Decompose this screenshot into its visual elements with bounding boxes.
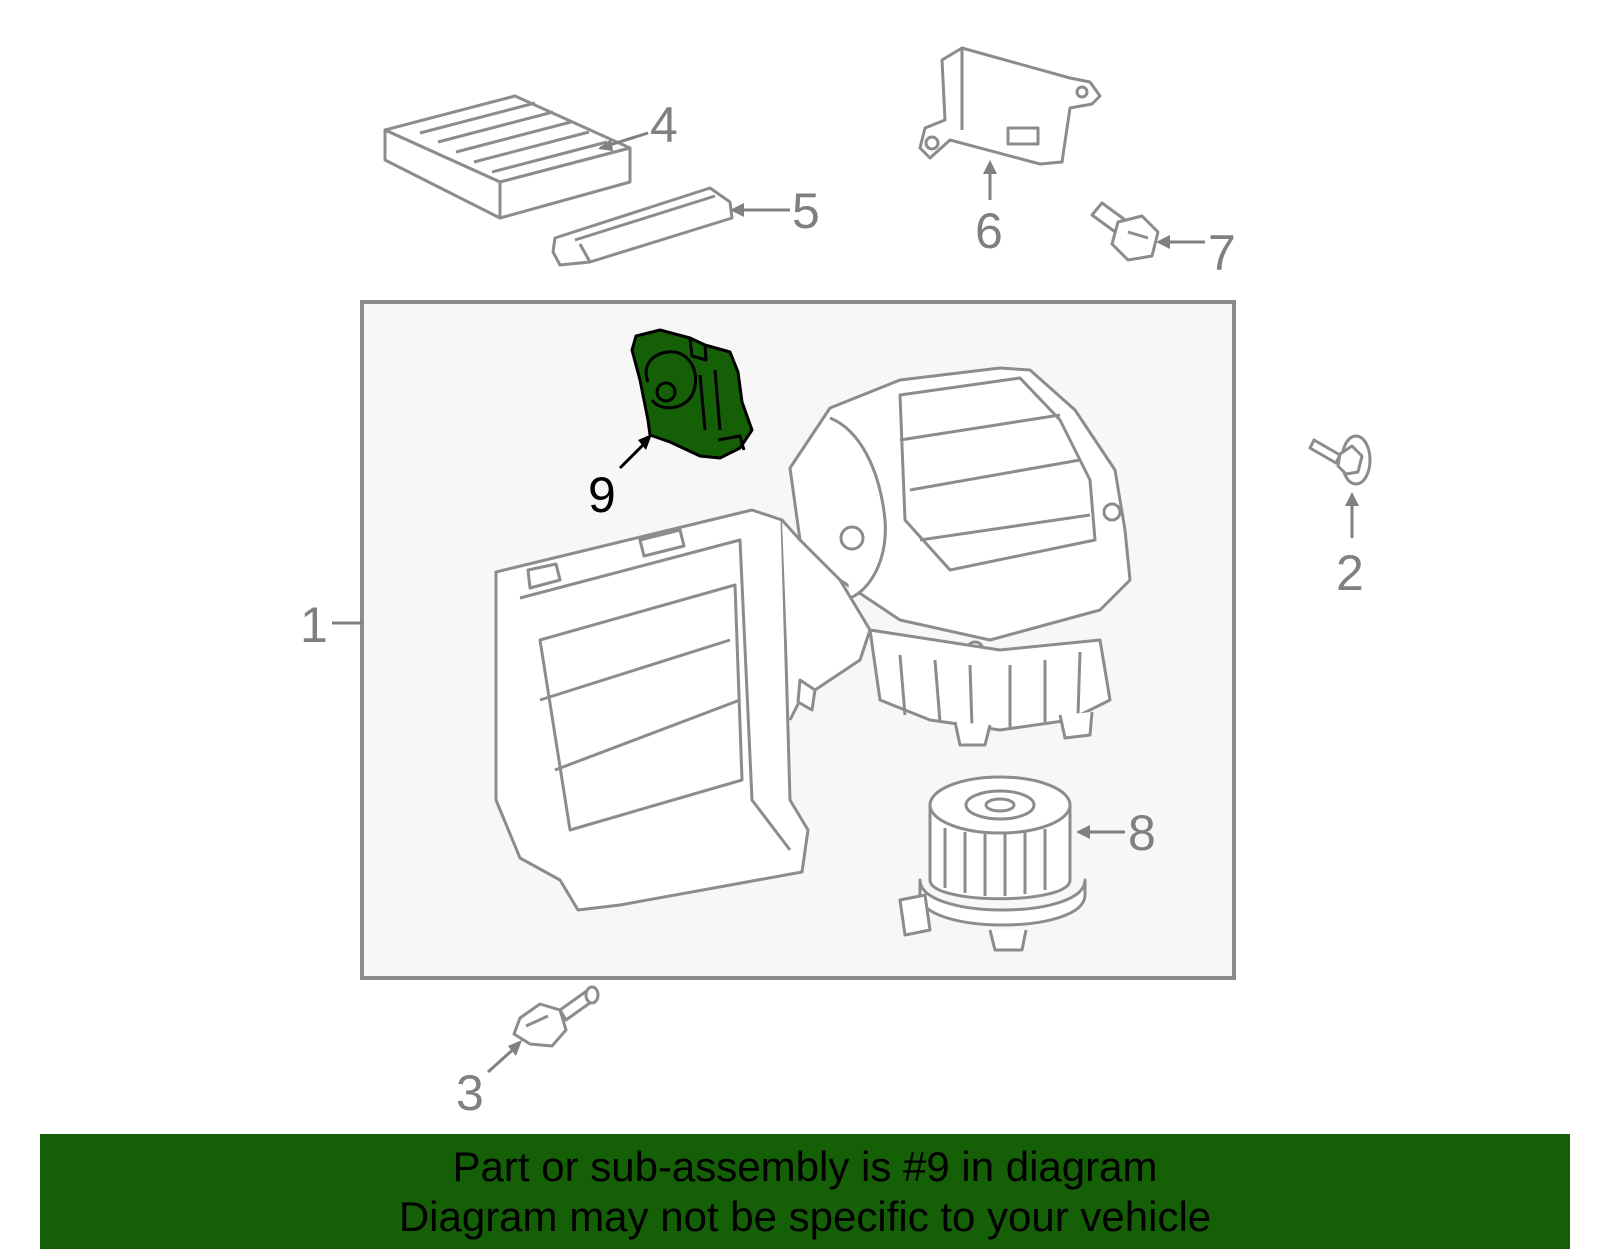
callout-label-3: 3 — [456, 1065, 484, 1121]
callout-9-arrowhead — [638, 434, 652, 450]
part-2-screw-drawing — [1308, 434, 1372, 486]
part-6-control-module-drawing — [918, 46, 1102, 166]
part-3-bolt-drawing — [512, 985, 600, 1048]
callout-8-arrowhead — [1076, 825, 1090, 839]
callout-4-arrowhead — [598, 139, 613, 151]
callout-label-6: 6 — [975, 203, 1003, 259]
banner-line-2: Diagram may not be specific to your vehi… — [398, 1193, 1212, 1240]
callout-label-5: 5 — [792, 183, 820, 239]
part-4-air-filter-drawing — [383, 94, 632, 220]
callout-label-8: 8 — [1128, 805, 1156, 861]
part-7-bolt-drawing — [1090, 201, 1160, 262]
callout-5-arrowhead — [730, 203, 744, 217]
callout-2-arrowhead — [1345, 492, 1359, 506]
callout-label-4: 4 — [650, 97, 678, 153]
part-9-servo-actuator-drawing — [630, 328, 754, 460]
callout-7-arrowhead — [1156, 235, 1170, 249]
callout-3-arrowhead — [508, 1040, 522, 1056]
callout-label-2: 2 — [1336, 545, 1364, 601]
banner-line-1: Part or sub-assembly is #9 in diagram — [452, 1143, 1158, 1190]
part-5-filter-cover-drawing — [551, 186, 734, 267]
info-banner: Part or sub-assembly is #9 in diagram Di… — [40, 1134, 1570, 1249]
callout-label-1: 1 — [300, 597, 328, 653]
part-8-blower-motor-drawing — [898, 775, 1087, 952]
callout-6-arrowhead — [983, 160, 997, 174]
callout-label-9: 9 — [588, 467, 616, 523]
callout-label-7: 7 — [1208, 225, 1236, 281]
part-1-blower-housing-drawing — [494, 366, 1132, 912]
